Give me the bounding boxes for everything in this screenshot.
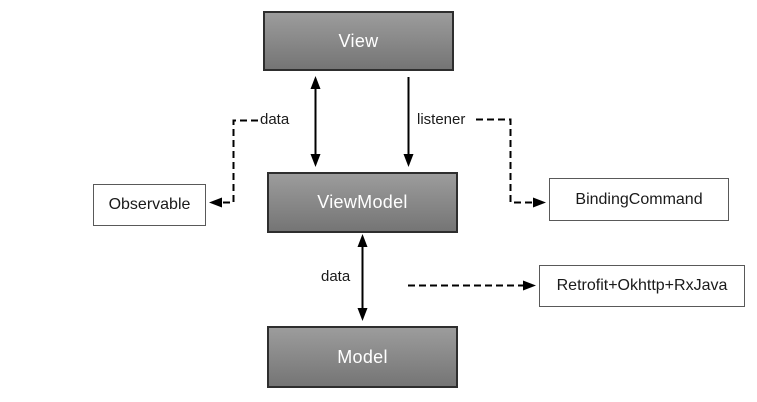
edge-label-data-viewmodel-model: data — [321, 268, 351, 285]
node-binding-command-label: BindingCommand — [575, 190, 703, 208]
node-retrofit-label: Retrofit+Okhttp+RxJava — [556, 277, 728, 294]
node-binding-command: BindingCommand — [549, 178, 729, 221]
node-viewmodel-label: ViewModel — [317, 192, 408, 212]
node-model: Model — [267, 326, 458, 388]
node-viewmodel: ViewModel — [267, 172, 458, 233]
edge-label-data-view-viewmodel: data — [260, 111, 290, 128]
dashed-arrow-listener-bindingcommand — [476, 118, 546, 208]
node-view-label: View — [338, 30, 379, 51]
node-retrofit-okhttp-rxjava: Retrofit+Okhttp+RxJava — [539, 265, 745, 307]
node-observable-label: Observable — [108, 196, 191, 213]
dashed-arrow-data-observable — [209, 119, 258, 208]
node-model-label: Model — [337, 346, 388, 367]
arrow-view-viewmodel-bidirectional — [310, 76, 321, 167]
dashed-arrow-model-retrofit — [408, 280, 536, 291]
arrow-viewmodel-model-bidirectional — [357, 234, 368, 321]
node-observable: Observable — [93, 184, 206, 226]
arrow-view-viewmodel-down — [403, 77, 414, 167]
edge-label-listener: listener — [417, 111, 466, 128]
node-view: View — [263, 11, 454, 71]
